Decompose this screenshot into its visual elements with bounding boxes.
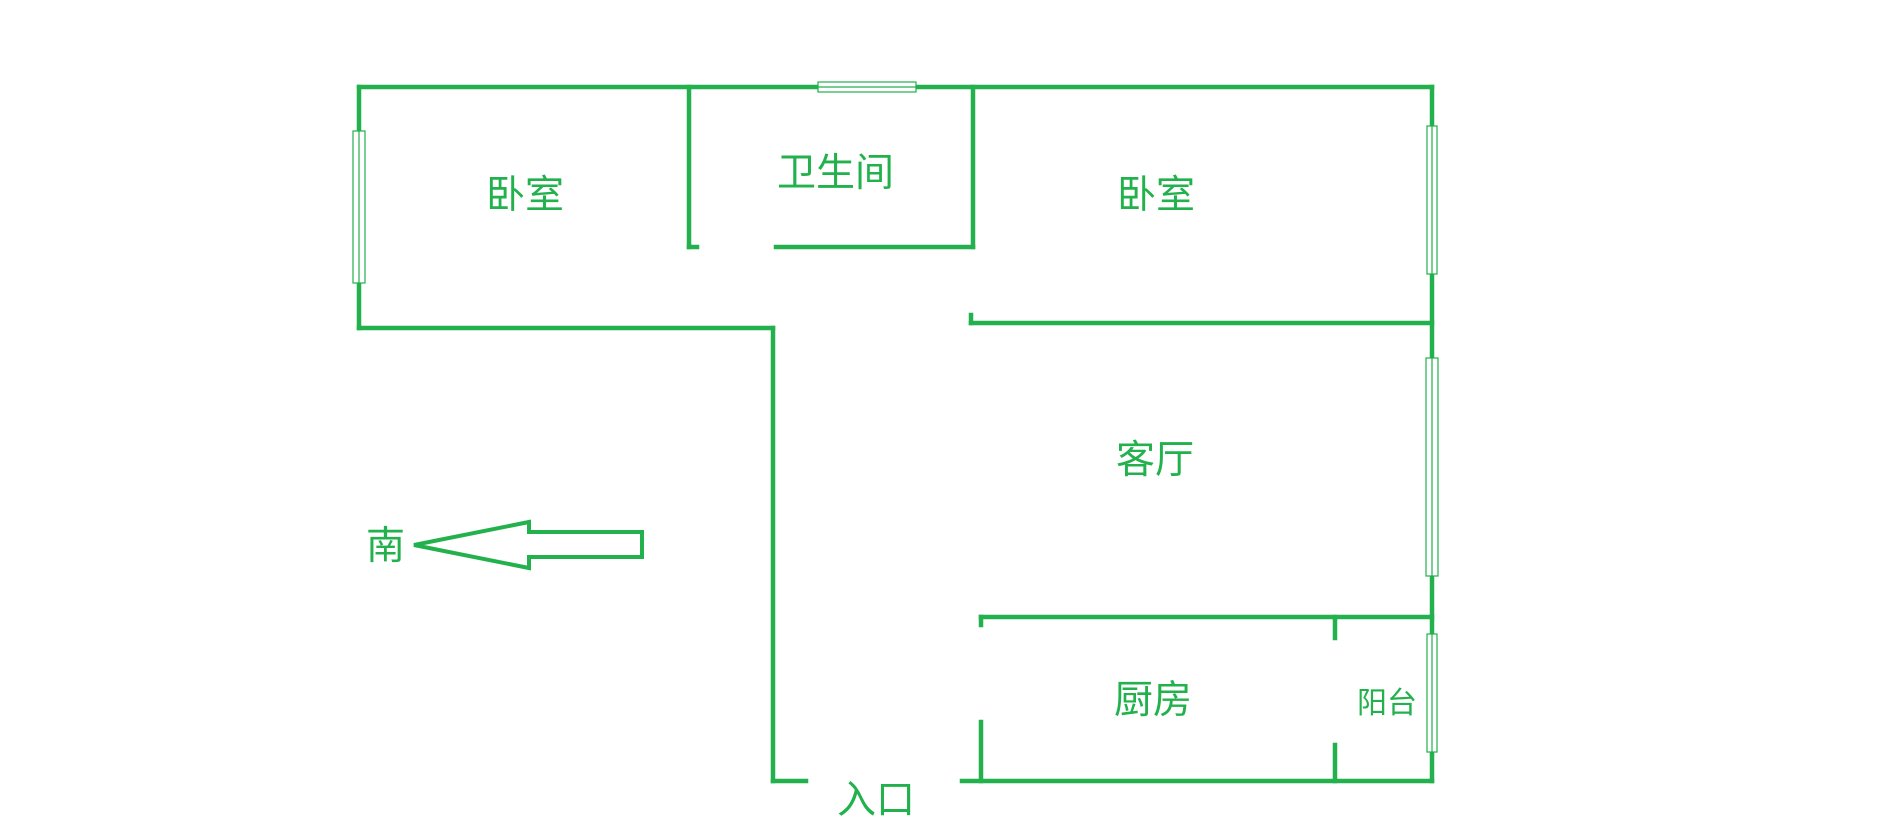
compass-label-south: 南 — [366, 524, 406, 569]
label-living-room: 客厅 — [1116, 438, 1195, 483]
label-bedroom-west: 卧室 — [486, 173, 565, 218]
windows — [352, 81, 1439, 753]
window-east-bedroom — [1426, 125, 1438, 275]
label-balcony: 阳台 — [1357, 686, 1417, 721]
arrow-left-icon — [413, 519, 644, 571]
window-west-bedroom — [352, 130, 366, 284]
label-entrance: 入口 — [837, 778, 916, 823]
window-balcony — [1426, 633, 1438, 753]
window-bathroom — [817, 81, 917, 93]
label-bathroom: 卫生间 — [777, 151, 895, 196]
label-kitchen: 厨房 — [1114, 678, 1193, 723]
label-bedroom-east: 卧室 — [1117, 173, 1196, 218]
window-living-room — [1425, 357, 1439, 577]
